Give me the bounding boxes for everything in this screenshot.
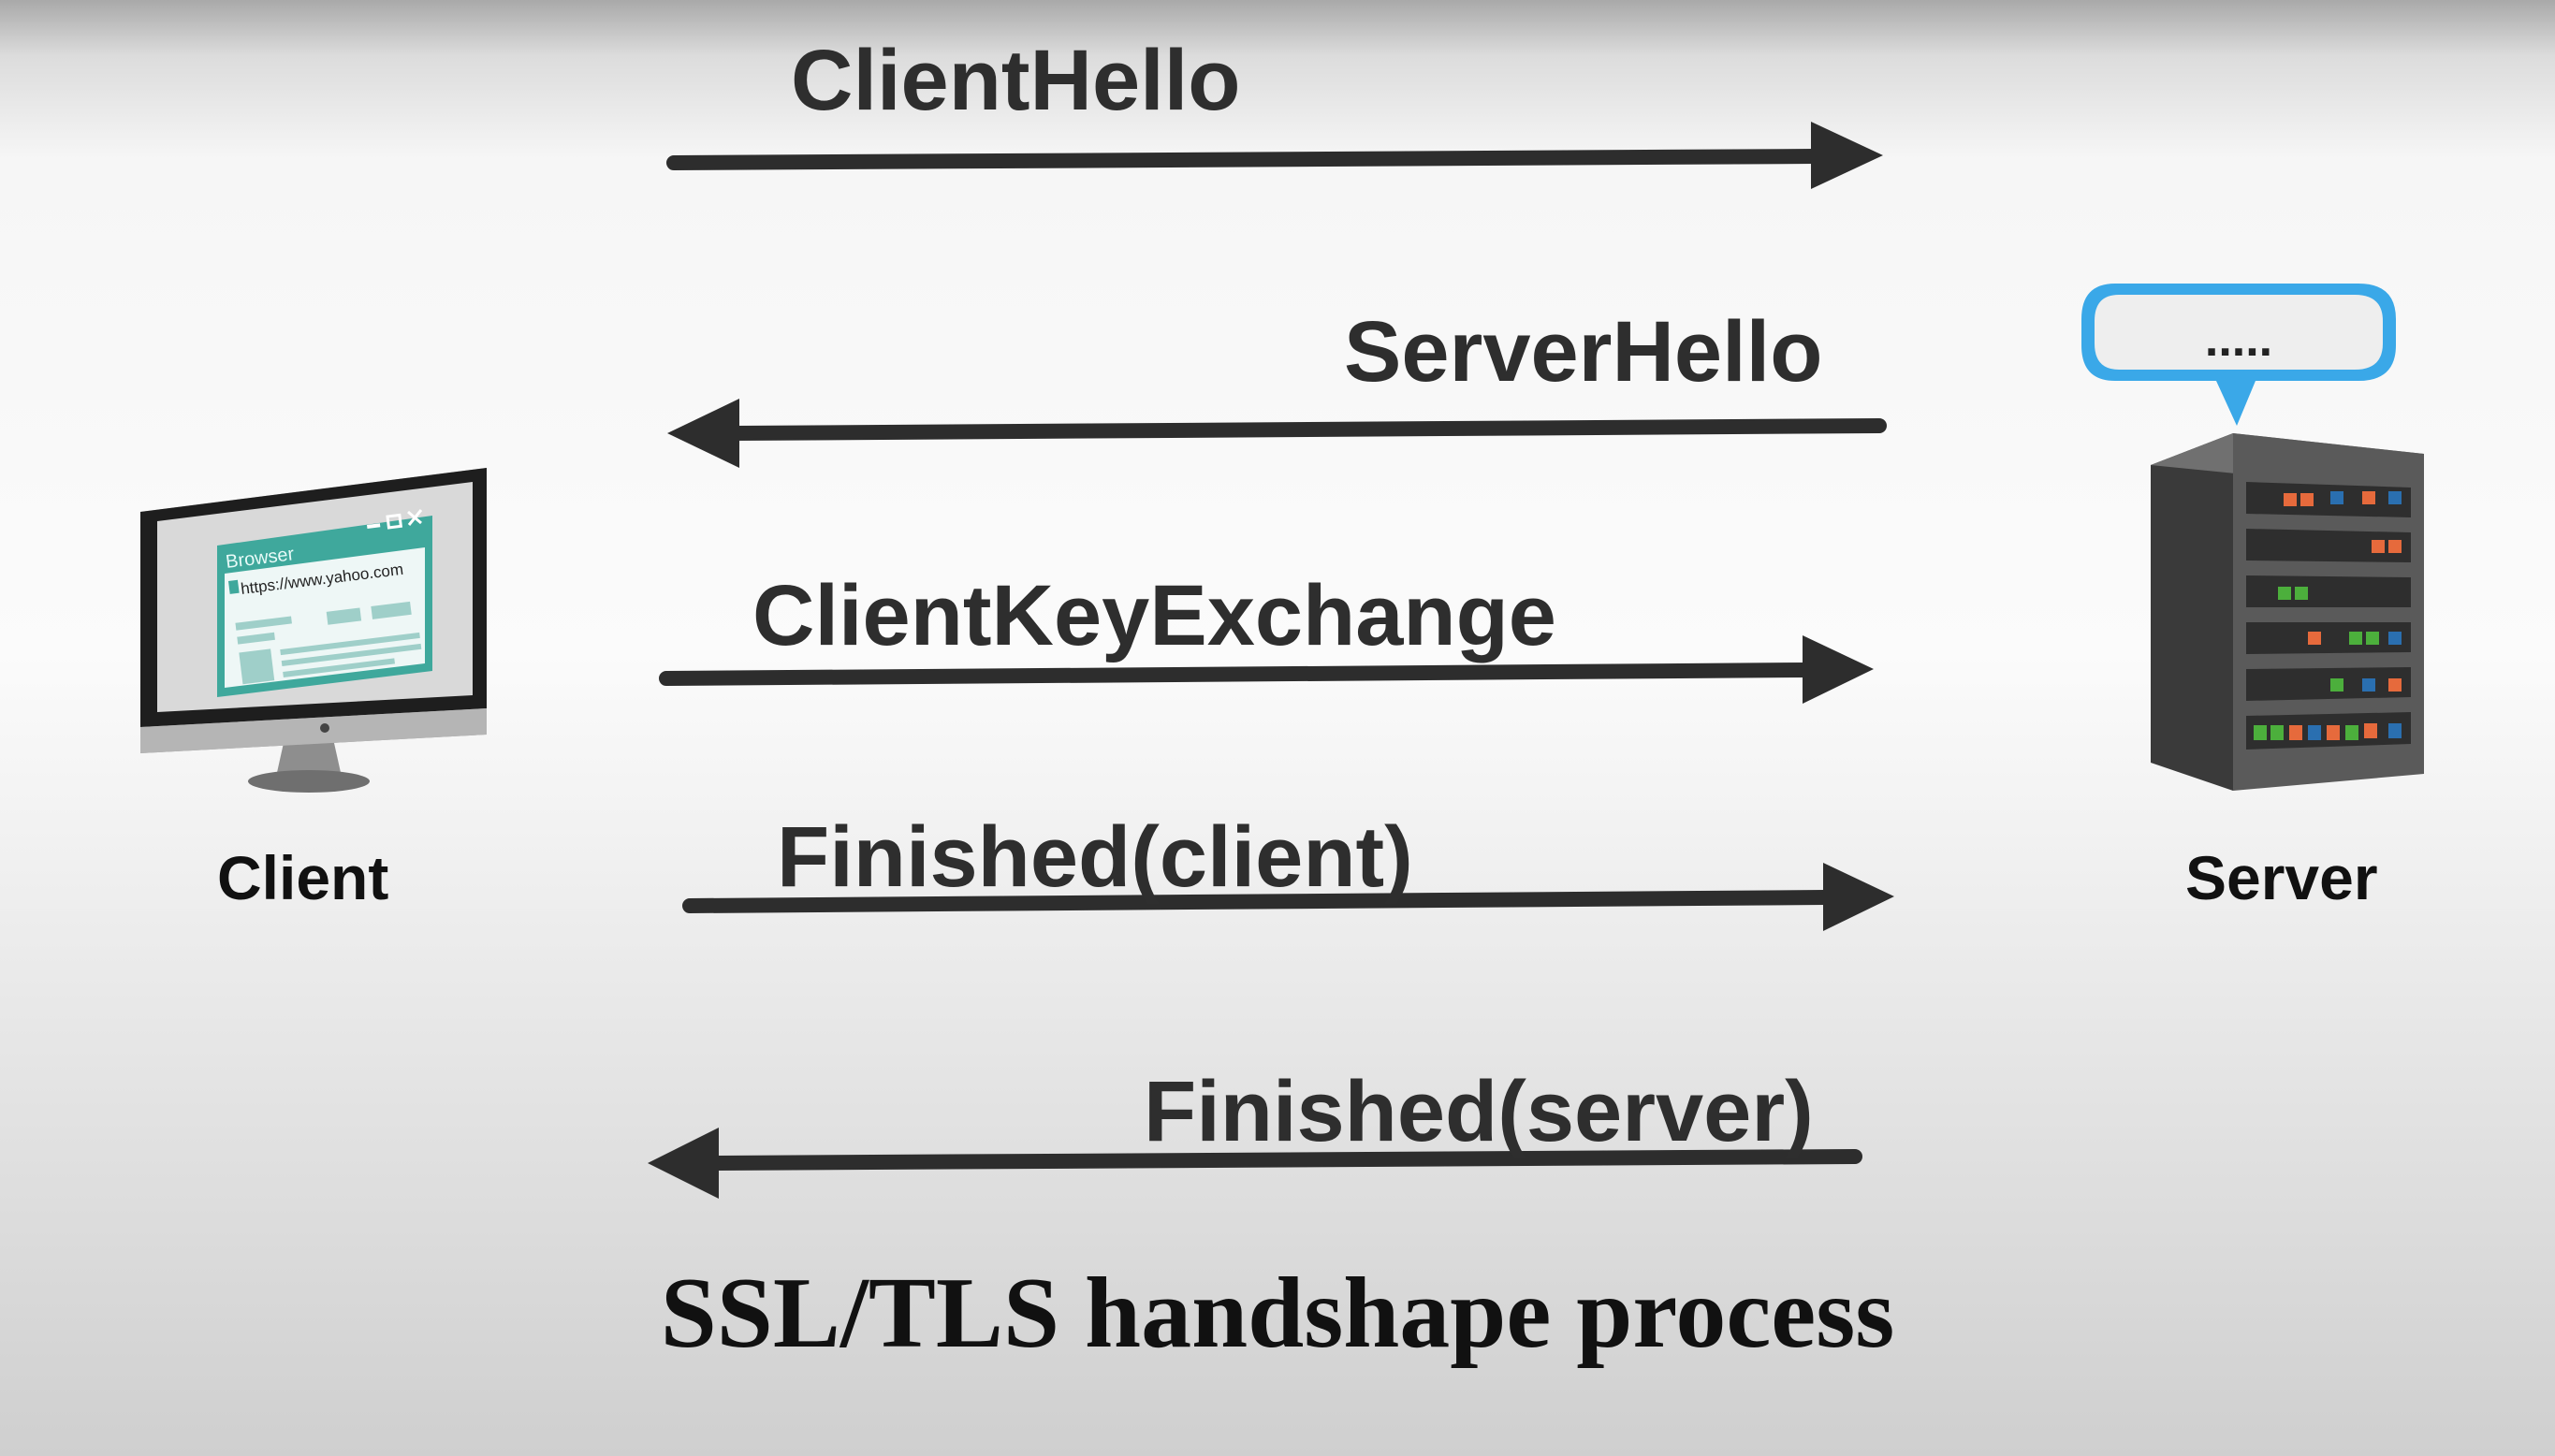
arrow-client-key-exchange [659,635,1874,704]
bubble-text: ..... [2205,313,2272,367]
client-monitor-icon: Browser https://www.yahoo.com [140,468,487,793]
message-label-client-hello: ClientHello [791,33,1241,128]
arrow-finished-client [682,863,1894,931]
message-label-finished-client: Finished(client) [777,809,1413,905]
server-label: Server [2185,843,2378,912]
server-rack-icon [2151,433,2424,791]
arrow-finished-server [648,1128,1862,1199]
message-label-client-key-exchange: ClientKeyExchange [752,568,1556,663]
diagram-caption: SSL/TLS handshape process [660,1258,1895,1369]
message-label-server-hello: ServerHello [1344,304,1823,400]
message-label-finished-server: Finished(server) [1144,1064,1814,1159]
browser-window: Browser https://www.yahoo.com [217,509,432,697]
server-leds [2254,491,2402,740]
arrow-server-hello [667,399,1887,468]
speech-bubble-icon: ..... [2081,284,2396,426]
arrow-client-hello [666,122,1883,189]
client-label: Client [217,843,389,912]
